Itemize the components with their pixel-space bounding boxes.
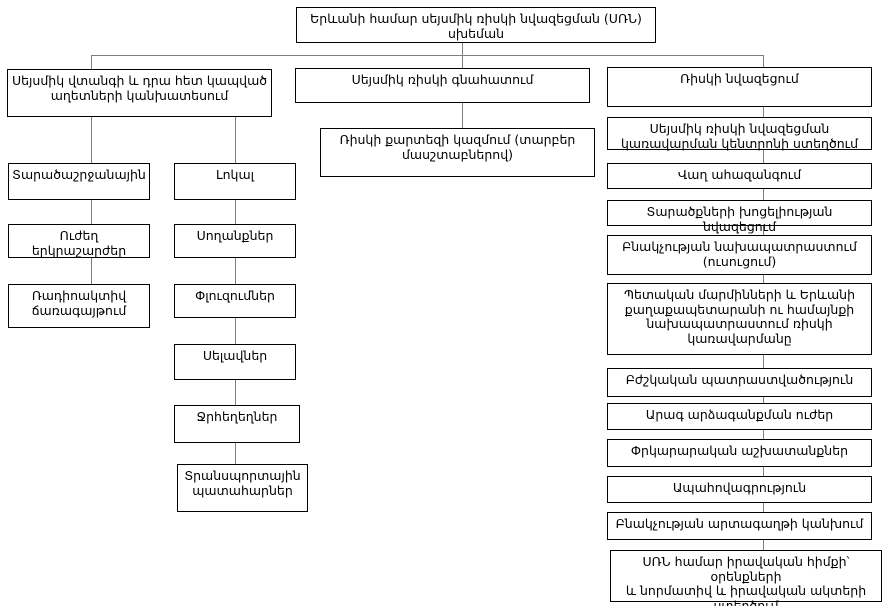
node-hazard-forecast: Սեյսմիկ վտանգի և դրա հետ կապված աղետների… <box>7 69 272 117</box>
connector-line <box>763 150 764 163</box>
node-mudflows: Սելավներ <box>174 344 296 380</box>
connector-line <box>763 540 764 550</box>
connector-line <box>462 55 463 68</box>
connector-line <box>763 467 764 476</box>
connector-line <box>763 226 764 235</box>
connector-line <box>763 503 764 512</box>
connector-title-trunk <box>462 43 463 55</box>
connector-line <box>462 103 463 128</box>
connector-line <box>91 117 92 163</box>
node-strong-earthquakes: Ուժեղ երկրաշարժեր <box>8 224 150 258</box>
node-risk-reduction: Ռիսկի նվազեցում <box>607 67 872 107</box>
node-local: Լոկալ <box>174 163 296 200</box>
connector-line <box>235 200 236 224</box>
connector-line <box>235 258 236 284</box>
node-collapses: Փլուզումներ <box>174 284 296 318</box>
node-risk-assessment: Սեյսմիկ ռիսկի գնահատում <box>295 68 590 103</box>
connector-line <box>763 397 764 403</box>
node-legal-framework: ՍՌՆ համար իրավական հիմքի՝ օրենքների և նո… <box>610 550 882 606</box>
connector-line <box>91 200 92 224</box>
connector-line <box>763 107 764 117</box>
connector-line <box>235 380 236 405</box>
connector-line <box>763 275 764 283</box>
connector-line <box>235 318 236 344</box>
connector-line <box>235 117 236 163</box>
connector-line <box>235 443 236 464</box>
node-transport-accidents: Տրանսպորտային պատահարներ <box>177 464 308 512</box>
node-srn-center: Սեյսմիկ ռիսկի նվազեցման կառավարման կենտր… <box>607 117 872 150</box>
node-insurance: Ապահովագրություն <box>607 476 872 503</box>
node-state-bodies: Պետական մարմինների և Երևանի քաղաքապետարա… <box>607 283 872 355</box>
node-medical-preparedness: Բժշկական պատրաստվածություն <box>607 368 872 397</box>
node-rapid-response: Արագ արձագանքման ուժեր <box>607 403 872 430</box>
connector-line <box>763 355 764 368</box>
node-emigration-prevention: Բնակչության արտագաղթի կանխում <box>607 512 872 540</box>
connector-line <box>763 430 764 439</box>
node-population-training: Բնակչության նախապատրաստում (ուսուցում) <box>607 235 872 275</box>
node-landslides: Սողանքներ <box>174 224 296 258</box>
node-rescue-works: Փրկարարական աշխատանքներ <box>607 439 872 467</box>
node-regional: Տարածաշրջանային <box>8 163 150 200</box>
node-radiation: Ռադիոակտիվ ճառագայթում <box>8 284 150 328</box>
connector-line <box>91 258 92 284</box>
connector-branch-horizontal <box>91 55 764 56</box>
node-floods: Ջրհեղեղներ <box>174 405 300 443</box>
connector-line <box>91 55 92 69</box>
node-early-warning: Վաղ ահազանգում <box>607 163 872 189</box>
node-territory-vulnerability: Տարածքների խոցելիության նվազեցում <box>607 200 872 233</box>
node-title: Երևանի համար սեյսմիկ ռիսկի նվազեցման (ՍՌ… <box>296 7 656 43</box>
node-risk-map: Ռիսկի քարտեզի կազմում (տարբեր մասշտաբներ… <box>320 128 595 177</box>
connector-line <box>763 189 764 200</box>
connector-line <box>763 55 764 67</box>
